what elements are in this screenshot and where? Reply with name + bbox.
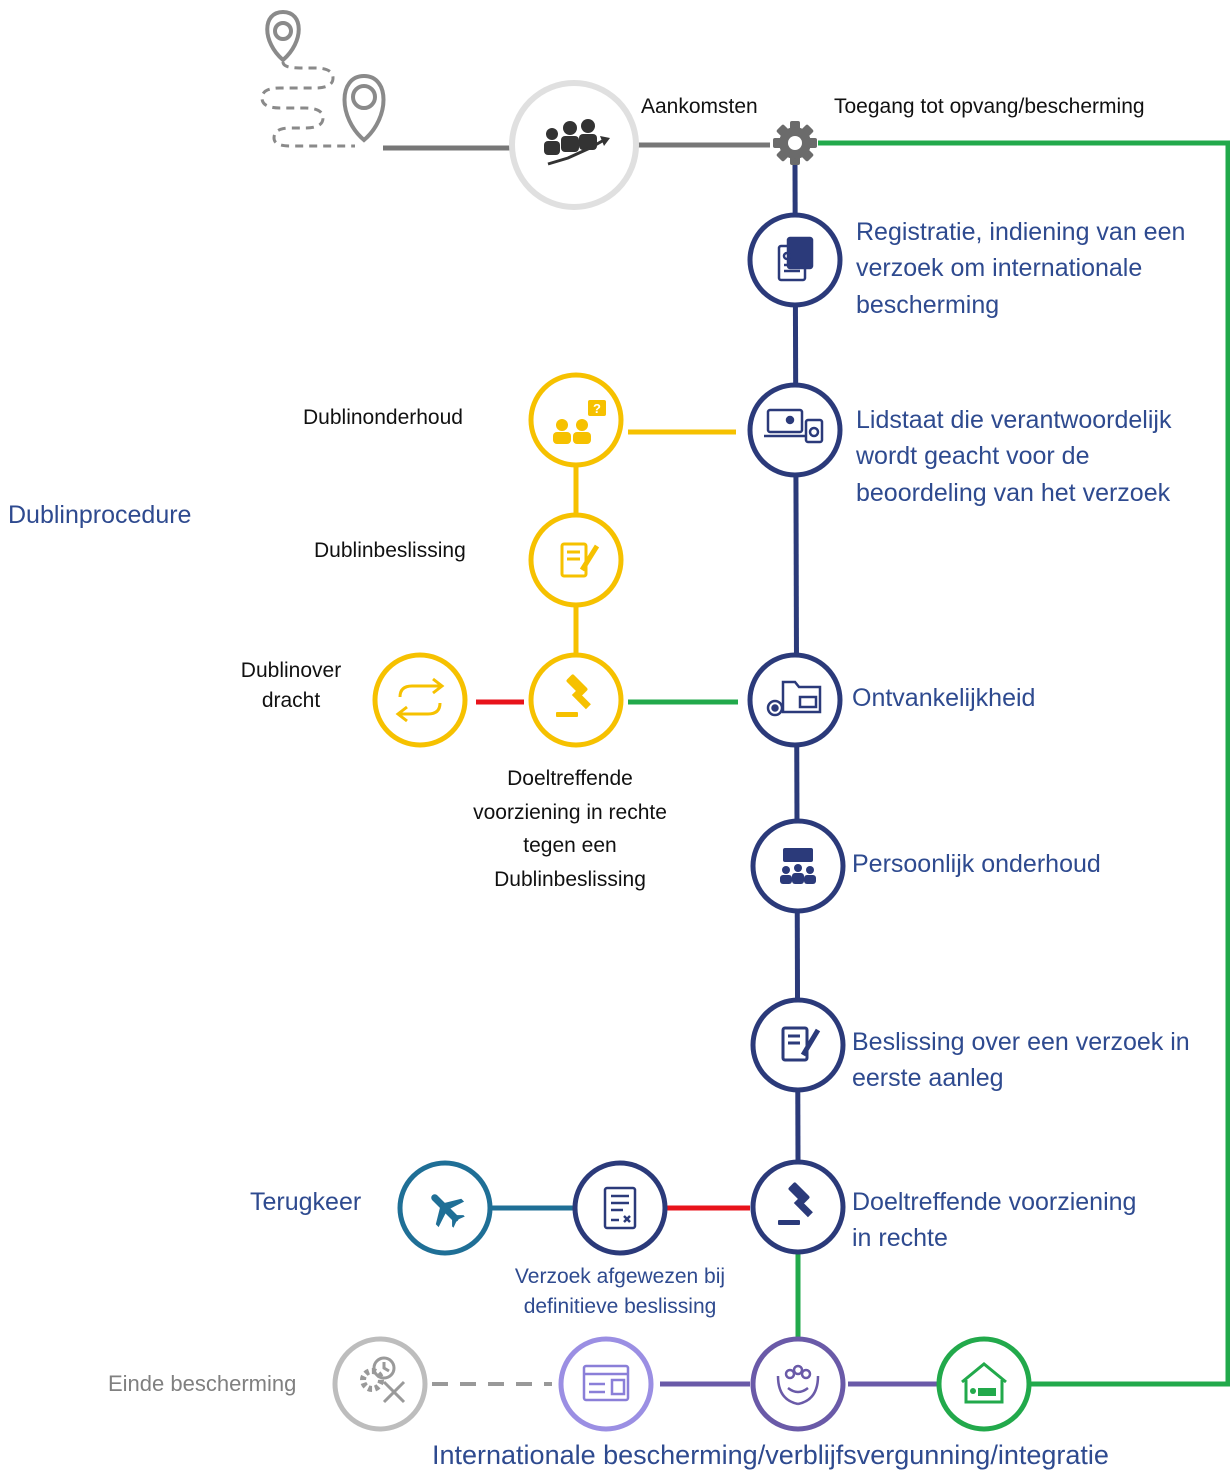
decision-node (750, 997, 846, 1093)
id-card-icon (582, 1364, 630, 1402)
arrivals-icon (509, 80, 639, 210)
end-protection-node (332, 1336, 428, 1432)
label-afgewezen: Verzoek afgewezen bij definitieve beslis… (514, 1265, 726, 1319)
label-dublinprocedure: Dublinprocedure (8, 501, 192, 529)
integration-node (750, 1336, 846, 1432)
hands-people-icon (776, 1364, 820, 1406)
gavel-icon (778, 1182, 813, 1225)
shelter-node (936, 1336, 1032, 1432)
label-dublinoverdracht: Dublinover dracht (240, 659, 342, 713)
dublin-interview-node (528, 372, 624, 468)
question-mark-icon: ? (593, 401, 601, 416)
gear-icon (773, 121, 817, 165)
folder-gear-icon (766, 680, 822, 717)
residence-permit-node (558, 1336, 654, 1432)
label-terugkeer: Terugkeer (250, 1188, 362, 1216)
label-doeltreffende-dublin: Doeltreffende voorziening in rechte tege… (473, 767, 667, 891)
label-lidstaat: Lidstaat die verantwoordelijk wordt geac… (856, 406, 1172, 507)
decision-doc-icon (781, 1026, 821, 1062)
meeting-icon (780, 848, 816, 884)
laptop-search-icon (764, 408, 824, 444)
house-bed-icon (961, 1362, 1007, 1404)
dublin-appeal-node (528, 652, 624, 748)
label-persoonlijk: Persoonlijk onderhoud (852, 850, 1101, 878)
label-toegang: Toegang tot opvang/bescherming (834, 95, 1145, 118)
airplane-icon (431, 1194, 465, 1228)
rejected-document-icon (603, 1186, 637, 1230)
label-dublinbeslissing: Dublinbeslissing (314, 539, 466, 562)
dublin-transfer-node (372, 652, 468, 748)
label-internationale: Internationale bescherming/verblijfsverg… (432, 1440, 1109, 1470)
document-form-icon (777, 236, 814, 282)
line-green-outer (818, 140, 1230, 1387)
label-registratie: Registratie, indiening van een verzoek o… (856, 218, 1186, 319)
clock-gear-cross-icon (360, 1356, 406, 1404)
route-pins-icon (260, 9, 386, 148)
label-doeltreffende: Doeltreffende voorziening in rechte (852, 1188, 1137, 1253)
member-state-node (747, 382, 843, 478)
dublin-gavel-icon (556, 674, 591, 717)
admissibility-node (747, 652, 843, 748)
transfer-arrows-icon (395, 677, 445, 723)
label-einde: Einde bescherming (108, 1371, 297, 1396)
rejected-node (572, 1160, 668, 1256)
label-aankomsten: Aankomsten (641, 95, 758, 118)
label-ontvankelijkheid: Ontvankelijkheid (852, 684, 1036, 712)
label-beslissing: Beslissing over een verzoek in eerste aa… (852, 1028, 1190, 1093)
label-dublinonderhoud: Dublinonderhoud (303, 406, 463, 429)
question-people-icon (553, 400, 606, 444)
dublin-decision-doc-icon (560, 542, 600, 578)
